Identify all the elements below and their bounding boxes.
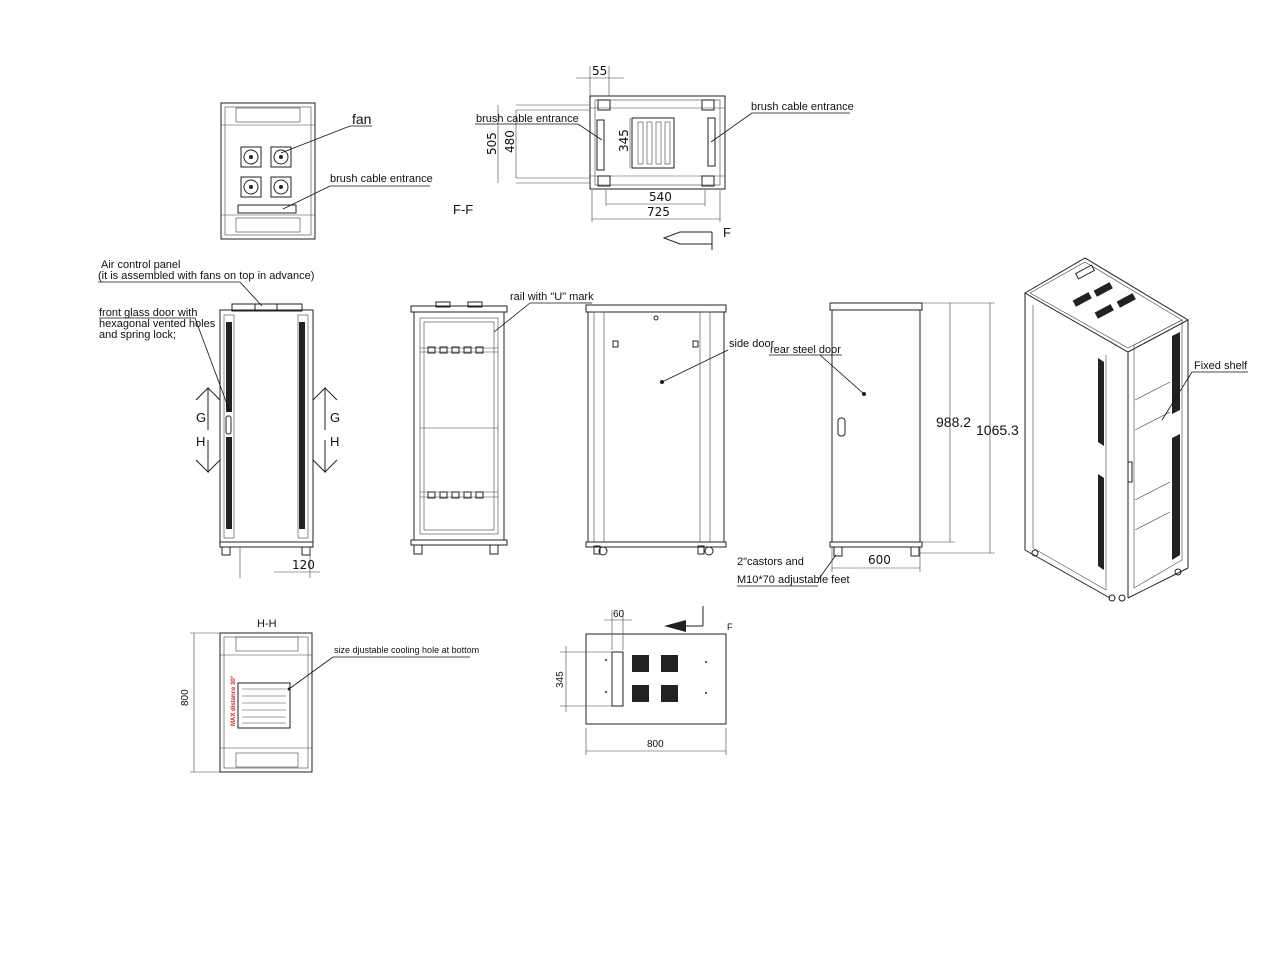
front-glass-door-label-3: and spring lock; [99, 329, 176, 341]
dim-120: 120 [292, 558, 315, 572]
section-hh-label: H-H [257, 618, 277, 630]
dim-1065: 1065.3 [976, 422, 1019, 438]
air-control-panel-label-1: Air control panel [101, 259, 181, 271]
vent-grille-icon [632, 655, 678, 702]
section-ff-view: 55 505 480 345 540 725 F brush cable ent… [475, 64, 854, 250]
front-glass-door-label-2: hexagonal vented holes [99, 318, 216, 330]
front-glass-door-label-1: front glass door with [99, 307, 197, 319]
bottom-plan-view: 60 F 345 800 [555, 606, 733, 755]
max-distance-label: MAX distance 30° [231, 675, 237, 726]
fixed-shelf-label: Fixed shelf [1194, 360, 1248, 372]
dim-800-bottom: 800 [647, 739, 664, 750]
brush-cable-entrance-label-2: brush cable entrance [476, 113, 579, 125]
frame-view: rail with "U" mark [410, 291, 594, 555]
mark-h-right: H [330, 434, 339, 449]
front-view: 120 G H G H Air control panel (it is ass… [98, 259, 340, 578]
rear-steel-door-label: rear steel door [770, 344, 841, 356]
dim-345-bottom: 345 [555, 671, 566, 688]
mark-f-top: F [723, 225, 731, 240]
rear-view: rear steel door 988.2 1065.3 600 2"casto… [737, 302, 1019, 587]
side-door-label: side door [729, 338, 775, 350]
section-ff-label: F-F [453, 202, 473, 217]
fan-label: fan [352, 111, 371, 127]
dim-480: 480 [503, 130, 517, 153]
air-control-panel-label-2: (it is assembled with fans on top in adv… [98, 270, 314, 282]
cooling-hole-label: size djustable cooling hole at bottom [334, 645, 479, 655]
castors-label-2: M10*70 adjustable feet [737, 574, 850, 586]
dim-800-left: 800 [180, 689, 191, 706]
fan-icon [240, 146, 292, 198]
isometric-view: Fixed shelf [1024, 257, 1248, 602]
dim-600: 600 [868, 553, 891, 567]
dim-60: 60 [613, 609, 625, 620]
section-hh-view: H-H MAX distance 30° 800 size djustable … [180, 618, 479, 773]
castors-label-1: 2"castors and [737, 556, 804, 568]
top-view: fan brush cable entrance [220, 102, 433, 240]
mark-h-left: H [196, 434, 205, 449]
mark-g-left: G [196, 410, 206, 425]
brush-cable-entrance-label-3: brush cable entrance [751, 101, 854, 113]
rail-label: rail with "U" mark [510, 291, 594, 303]
side-view: side door [585, 304, 775, 556]
dim-55: 55 [592, 64, 607, 78]
dim-725: 725 [647, 205, 670, 219]
dim-988: 988.2 [936, 414, 971, 430]
mark-g-right: G [330, 410, 340, 425]
dim-540: 540 [649, 190, 672, 204]
dim-505: 505 [485, 132, 499, 155]
dim-345-top: 345 [617, 129, 631, 152]
mark-f-bottom: F [727, 622, 733, 632]
brush-cable-entrance-label-1: brush cable entrance [330, 173, 433, 185]
